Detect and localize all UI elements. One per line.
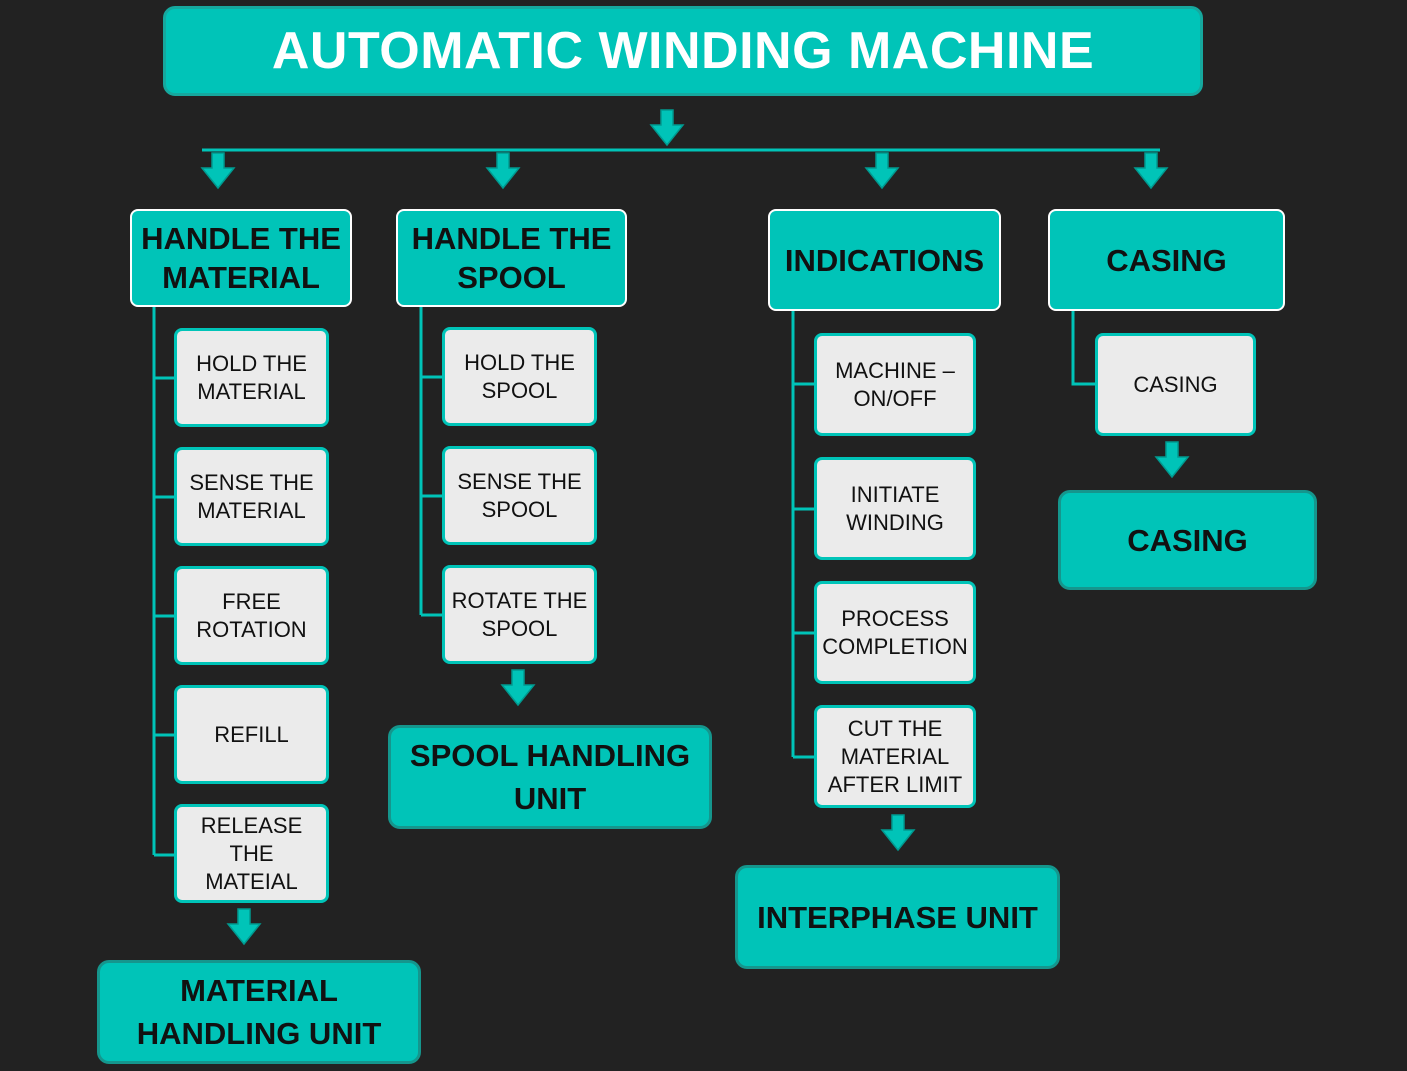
- item-release-material: RELEASE THE MATEIAL: [174, 804, 329, 903]
- unit-interphase: INTERPHASE UNIT: [735, 865, 1060, 969]
- arrow-down-icon: [864, 152, 900, 190]
- arrow-down-icon: [649, 109, 685, 147]
- item-free-rotation: FREE ROTATION: [174, 566, 329, 665]
- arrow-down-icon: [500, 669, 536, 707]
- heading-casing: CASING: [1048, 209, 1285, 311]
- arrow-down-icon: [1133, 152, 1169, 190]
- heading-handle-material: HANDLE THE MATERIAL: [130, 209, 352, 307]
- item-hold-material: HOLD THE MATERIAL: [174, 328, 329, 427]
- heading-handle-spool: HANDLE THE SPOOL: [396, 209, 627, 307]
- arrow-down-icon: [1154, 441, 1190, 479]
- item-sense-material: SENSE THE MATERIAL: [174, 447, 329, 546]
- arrow-down-icon: [880, 814, 916, 852]
- unit-spool-handling: SPOOL HANDLING UNIT: [388, 725, 712, 829]
- arrow-down-icon: [485, 152, 521, 190]
- unit-material-handling: MATERIAL HANDLING UNIT: [97, 960, 421, 1064]
- arrow-down-icon: [200, 152, 236, 190]
- item-cut-material: CUT THE MATERIAL AFTER LIMIT: [814, 705, 976, 808]
- item-rotate-spool: ROTATE THE SPOOL: [442, 565, 597, 664]
- item-sense-spool: SENSE THE SPOOL: [442, 446, 597, 545]
- heading-indications: INDICATIONS: [768, 209, 1001, 311]
- unit-casing: CASING: [1058, 490, 1317, 590]
- item-hold-spool: HOLD THE SPOOL: [442, 327, 597, 426]
- arrow-down-icon: [226, 908, 262, 946]
- item-initiate-winding: INITIATE WINDING: [814, 457, 976, 560]
- item-machine-on-off: MACHINE – ON/OFF: [814, 333, 976, 436]
- diagram-title: AUTOMATIC WINDING MACHINE: [163, 6, 1203, 96]
- column-4-branch-line: [1071, 310, 1098, 386]
- item-refill: REFILL: [174, 685, 329, 784]
- item-process-completion: PROCESS COMPLETION: [814, 581, 976, 684]
- item-casing: CASING: [1095, 333, 1256, 436]
